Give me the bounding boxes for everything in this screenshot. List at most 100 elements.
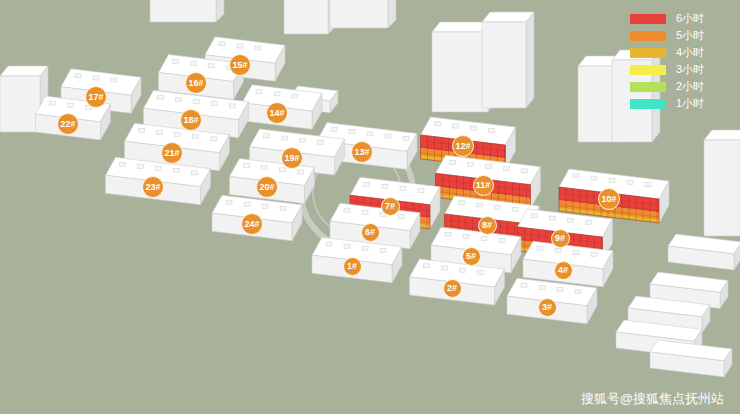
side-wall (312, 93, 322, 129)
building-label: 12# (455, 142, 470, 151)
building-label: 1# (347, 262, 357, 271)
roof-structure (262, 166, 268, 170)
side-wall (275, 45, 285, 81)
front-wall (284, 0, 328, 34)
building-number: 4# (554, 261, 573, 280)
roof-structure (382, 184, 388, 188)
building-label: 24# (244, 220, 259, 229)
roof-structure (191, 62, 197, 66)
roof-structure (264, 134, 270, 138)
roof-structure (344, 208, 350, 212)
roof-structure (424, 264, 430, 268)
legend-row: 5小时 (630, 27, 704, 44)
building-label: 14# (269, 109, 284, 118)
side-wall (220, 135, 230, 171)
building-label: 2# (447, 284, 457, 293)
roof-structure (586, 220, 592, 224)
roof-structure (274, 92, 280, 96)
front-wall (212, 213, 292, 241)
roof-structure (513, 207, 519, 211)
building-label: 9# (555, 234, 565, 243)
grid-line (518, 233, 603, 243)
roof-structure (156, 167, 162, 171)
building-label: 3# (542, 303, 552, 312)
roof-structure (230, 104, 236, 108)
front-wall (704, 140, 740, 236)
side-wall (292, 205, 302, 241)
building (106, 157, 211, 204)
building-number: 19# (281, 147, 303, 169)
roof-structure (489, 128, 495, 132)
roof-structure (435, 122, 441, 126)
roof-structure (280, 207, 286, 211)
roof-structure (481, 236, 487, 240)
side-wall (330, 91, 338, 113)
roof-structure (226, 200, 232, 204)
building-label: 18# (183, 116, 198, 125)
building-label: 10# (601, 195, 616, 204)
building (410, 259, 505, 305)
side-wall (526, 12, 534, 108)
legend-text: 2小时 (676, 79, 704, 94)
residential-blocks (36, 37, 670, 324)
roof-structure (522, 169, 528, 173)
roof-structure (139, 128, 145, 132)
building-number: 20# (256, 176, 278, 198)
roof-structure (75, 74, 81, 78)
roof-structure (282, 136, 288, 140)
building-label: 20# (259, 183, 274, 192)
legend-row: 2小时 (630, 78, 704, 95)
side-wall (659, 181, 669, 223)
side-wall (430, 187, 440, 229)
legend-row: 4小时 (630, 44, 704, 61)
roof-structure (504, 167, 510, 171)
grid-line (421, 141, 506, 151)
side-wall (101, 104, 111, 140)
grid-line (445, 220, 530, 230)
side-wall (724, 349, 732, 377)
roof-structure (575, 290, 581, 294)
roof-structure (120, 162, 126, 166)
front-wall (507, 296, 587, 324)
roof-structure (460, 268, 466, 272)
watermark-text: 搜狐号@搜狐焦点抚州站 (581, 390, 724, 408)
side-wall (305, 168, 315, 204)
front-wall (410, 277, 495, 305)
roof-structure (292, 94, 298, 98)
roof-structure (539, 285, 545, 289)
building-number: 15# (229, 54, 251, 76)
side-wall (239, 102, 249, 138)
side-wall (392, 247, 402, 283)
roof-structure (398, 215, 404, 219)
legend-text: 3小时 (676, 62, 704, 77)
roof-structure (194, 100, 200, 104)
building (507, 278, 597, 324)
building-number: 7# (381, 197, 400, 216)
roof-structure (68, 103, 74, 107)
roof-structure (364, 182, 370, 186)
legend-swatch (630, 48, 666, 58)
roof-structure (212, 102, 218, 106)
roof-structure (50, 101, 56, 105)
building-number: 13# (351, 141, 373, 163)
legend-row: 3小时 (630, 61, 704, 78)
side-wall (603, 251, 613, 287)
building-number: 18# (180, 109, 202, 131)
roof-structure (555, 248, 561, 252)
roof-structure (192, 171, 198, 175)
building-label: 4# (558, 266, 568, 275)
building-label: 8# (482, 221, 492, 230)
building-number: 9# (551, 229, 570, 248)
building-label: 21# (164, 149, 179, 158)
front-wall (482, 22, 526, 108)
grid-line (559, 193, 659, 205)
side-wall (734, 242, 740, 270)
building-label: 6# (365, 228, 375, 237)
roof-structure (521, 283, 527, 287)
building-label: 5# (466, 252, 476, 261)
legend-swatch (630, 82, 666, 92)
building (212, 195, 302, 241)
roof-structure (499, 239, 505, 243)
building-label: 22# (60, 120, 75, 129)
